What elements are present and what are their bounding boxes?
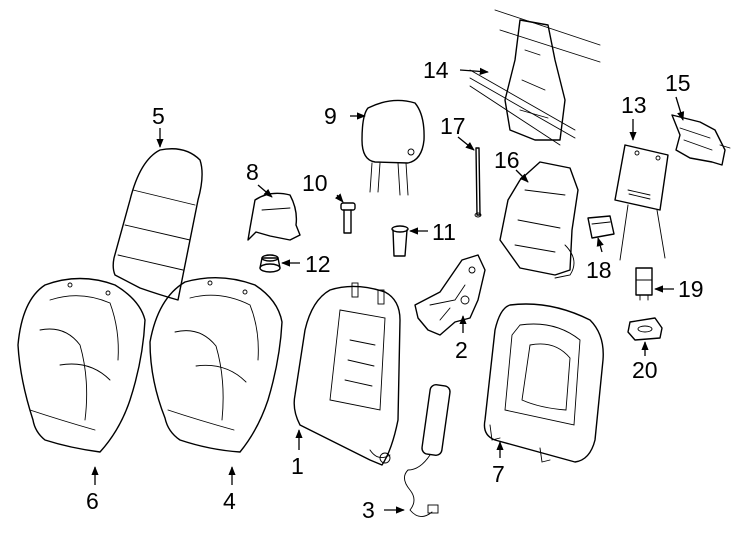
part-4-seatback-cover — [149, 276, 283, 453]
leader-15 — [675, 96, 685, 121]
callout-6: 6 — [86, 488, 99, 514]
callout-18: 18 — [586, 257, 612, 283]
callout-12: 12 — [305, 251, 331, 277]
callout-20: 20 — [632, 357, 658, 383]
part-17-rod — [474, 147, 482, 218]
callout-3: 3 — [362, 497, 375, 523]
callout-16: 16 — [494, 147, 520, 173]
callout-labels: 5 6 4 1 3 2 7 8 9 10 11 12 13 14 15 16 1… — [86, 57, 704, 523]
part-14-lumbar — [469, 9, 601, 146]
callout-leaders — [91, 67, 685, 514]
part-12-grommet — [259, 254, 281, 273]
part-18-switch — [587, 215, 615, 239]
part-3-wire-harness — [404, 384, 451, 517]
part-1-seatback-frame — [293, 282, 401, 466]
callout-14: 14 — [423, 57, 449, 83]
callout-15: 15 — [665, 70, 691, 96]
callout-9: 9 — [324, 103, 337, 129]
leader-17 — [457, 136, 475, 151]
part-16-lumbar-frame — [499, 161, 579, 279]
callout-13: 13 — [621, 92, 647, 118]
callout-19: 19 — [678, 276, 704, 302]
part-20-cap — [627, 317, 663, 341]
part-13-module — [614, 144, 669, 261]
part-19-connector — [635, 267, 653, 301]
leader-16 — [515, 169, 529, 183]
callout-1: 1 — [291, 453, 304, 479]
part-6-seatback-cover — [17, 277, 146, 453]
leader-14 — [459, 67, 489, 76]
leader-8 — [257, 184, 273, 198]
callout-7: 7 — [492, 461, 505, 487]
callout-17: 17 — [440, 113, 466, 139]
part-15-bracket — [671, 114, 731, 166]
part-5-seatback-panel — [112, 148, 203, 301]
callout-2: 2 — [455, 337, 468, 363]
part-11-sleeve — [391, 225, 409, 257]
leader-10 — [334, 193, 344, 203]
part-7-back-panel — [483, 303, 604, 463]
part-10-guide — [340, 202, 356, 234]
leader-18 — [596, 237, 604, 253]
part-9-headrest — [361, 99, 425, 196]
part-8-trim-cover — [247, 192, 301, 241]
callout-5: 5 — [152, 103, 165, 129]
callout-10: 10 — [302, 170, 328, 196]
callout-8: 8 — [246, 159, 259, 185]
callout-11: 11 — [432, 219, 456, 245]
part-2-adjuster — [414, 254, 486, 336]
callout-4: 4 — [223, 488, 236, 514]
